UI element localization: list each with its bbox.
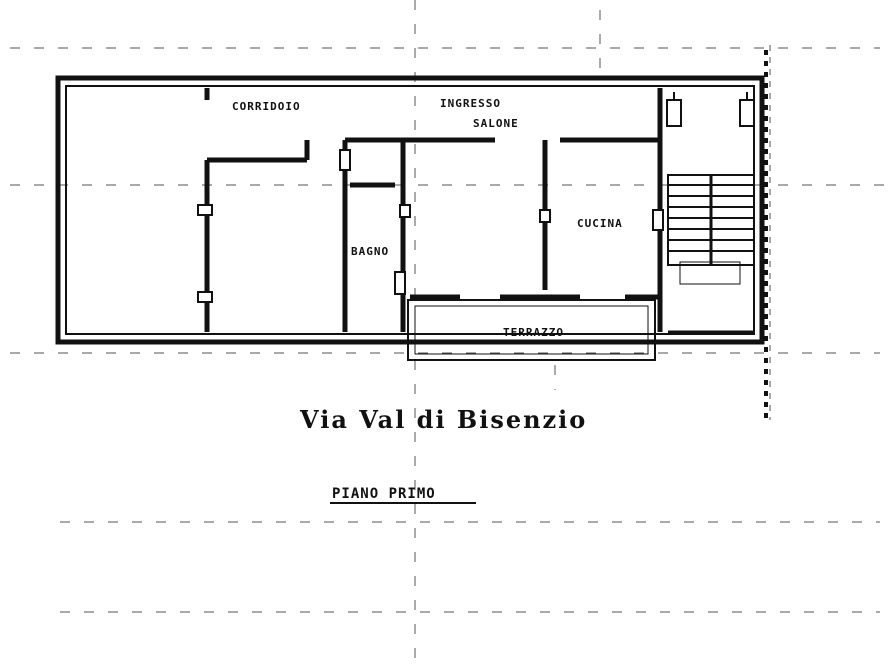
wall-openings — [197, 149, 664, 303]
room-label-corridoio: CORRIDOIO — [232, 100, 301, 113]
street-name: Via Val di Bisenzio — [299, 405, 587, 434]
room-label-salone: SALONE — [473, 117, 519, 130]
room-label-cucina: CUCINA — [577, 217, 623, 230]
room-label-terrazzo: TERRAZZO — [503, 326, 564, 339]
top-right-fixtures — [666, 92, 755, 127]
floor-title: PIANO PRIMO — [332, 486, 436, 502]
construction-lines — [10, 0, 888, 660]
room-label-ingresso: INGRESSO — [440, 97, 501, 110]
room-label-bagno: BAGNO — [351, 245, 389, 258]
interior-walls — [204, 88, 663, 332]
terrace — [407, 299, 656, 361]
staircase — [667, 174, 755, 334]
